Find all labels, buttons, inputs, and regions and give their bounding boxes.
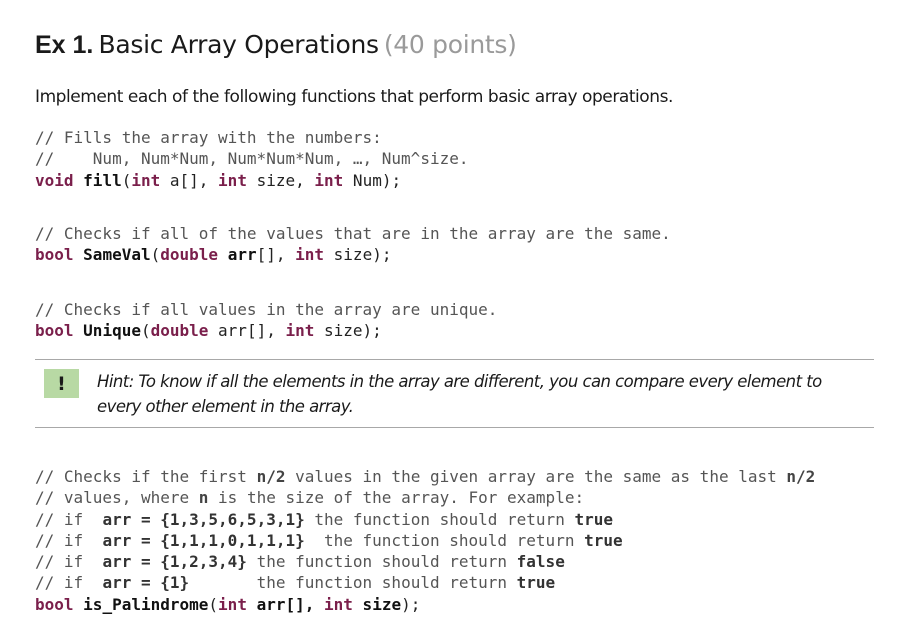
palindrome-param-type-1: int <box>218 594 247 614</box>
exercise-title: Basic Array Operations <box>98 30 379 59</box>
palindrome-comment-1-n2-last: n/2 <box>786 467 816 486</box>
palindrome-param-type-2: int <box>324 594 353 614</box>
sameval-param-type-2: int <box>295 245 325 265</box>
unique-comment: // Checks if all values in the array are… <box>35 300 498 319</box>
sameval-return-type: bool <box>35 245 74 265</box>
hint-text: Hint: To know if all the elements in the… <box>97 372 822 416</box>
example-3-result: false <box>516 552 565 572</box>
example-3-prefix: // if <box>35 552 103 572</box>
fill-param-type-3: int <box>314 170 344 190</box>
hint-top-divider <box>35 359 874 360</box>
palindrome-comment-2-text: // values, where <box>35 488 199 508</box>
example-1-array: arr = {1,3,5,6,5,3,1} <box>102 509 305 529</box>
unique-param-1: arr[], <box>208 321 286 341</box>
fill-param-1: a[], <box>160 170 219 190</box>
fill-return-type: void <box>35 170 74 190</box>
unique-function-name: Unique <box>83 321 141 341</box>
fill-comment-2: // Num, Num*Num, Num*Num*Num, …, Num^siz… <box>35 149 469 169</box>
example-3-text: the function should return <box>246 552 517 572</box>
unique-param-type-2: int <box>285 321 315 341</box>
palindrome-function-name: is_Palindrome <box>83 594 209 614</box>
palindrome-example-1: // if arr = {1,3,5,6,5,3,1} the function… <box>35 510 613 529</box>
example-4-prefix: // if <box>35 573 103 593</box>
sameval-param-2: size); <box>324 245 392 265</box>
palindrome-example-2: // if arr = {1,1,1,0,1,1,1} the function… <box>35 531 623 550</box>
palindrome-param-1: arr[], <box>246 594 325 614</box>
palindrome-param-2: size <box>352 594 402 614</box>
example-4-array: arr = {1} <box>102 573 190 593</box>
example-1-result: true <box>574 509 613 529</box>
palindrome-example-3: // if arr = {1,2,3,4} the function shoul… <box>35 552 565 571</box>
unique-code-block: // Checks if all values in the array are… <box>35 300 498 341</box>
palindrome-comment-1-n2: n/2 <box>256 467 286 486</box>
palindrome-example-4: // if arr = {1} the function should retu… <box>35 573 555 592</box>
example-2-result: true <box>584 530 623 550</box>
sameval-param-type-1: double <box>160 245 219 265</box>
palindrome-open-paren: ( <box>208 594 219 614</box>
exercise-points: (40 points) <box>383 30 517 59</box>
fill-param-2: size, <box>246 170 315 190</box>
hint-bottom-divider <box>35 427 874 428</box>
fill-param-type-1: int <box>131 170 161 190</box>
example-4-text: the function should return <box>189 573 517 593</box>
fill-comment-1: // Fills the array with the numbers: <box>35 128 382 147</box>
example-3-array: arr = {1,2,3,4} <box>102 552 247 572</box>
unique-param-type-1: double <box>150 321 209 341</box>
hint-exclamation-icon: ! <box>44 369 79 398</box>
palindrome-return-type: bool <box>35 594 74 614</box>
palindrome-comment-1-text: // Checks if the first <box>35 467 257 486</box>
intro-text: Implement each of the following function… <box>35 87 673 107</box>
example-2-array: arr = {1,1,1,0,1,1,1} <box>102 530 305 550</box>
palindrome-comment-1-text-2: values in the given array are the same a… <box>285 467 787 486</box>
palindrome-comment-2-n: n <box>198 488 209 508</box>
example-1-prefix: // if <box>35 509 103 529</box>
unique-return-type: bool <box>35 321 74 341</box>
sameval-function-name: SameVal <box>83 245 151 265</box>
unique-param-2: size); <box>314 321 382 341</box>
palindrome-comment-2: // values, where n is the size of the ar… <box>35 488 584 507</box>
fill-function-name: fill <box>83 170 122 190</box>
palindrome-comment-2-text-2: is the size of the array. For example: <box>208 488 585 508</box>
sameval-code-block: // Checks if all of the values that are … <box>35 224 671 265</box>
fill-code-block: // Fills the array with the numbers: // … <box>35 128 469 190</box>
palindrome-code-block: // Checks if the first n/2 values in the… <box>35 466 815 615</box>
exercise-heading: Ex 1. Basic Array Operations (40 points) <box>35 30 517 60</box>
palindrome-close-paren: ); <box>401 594 421 614</box>
fill-param-type-2: int <box>218 170 247 190</box>
example-2-text: the function should return <box>304 530 585 550</box>
palindrome-comment-1: // Checks if the first n/2 values in the… <box>35 467 815 486</box>
sameval-param-1: arr <box>227 245 257 265</box>
example-1-text: the function should return <box>304 509 575 529</box>
exercise-number: Ex 1. <box>35 31 94 59</box>
sameval-comment: // Checks if all of the values that are … <box>35 224 671 243</box>
sameval-param-1-suffix: [], <box>256 245 296 265</box>
example-2-prefix: // if <box>35 530 103 550</box>
fill-param-3: Num); <box>343 170 402 190</box>
example-4-result: true <box>516 573 556 593</box>
